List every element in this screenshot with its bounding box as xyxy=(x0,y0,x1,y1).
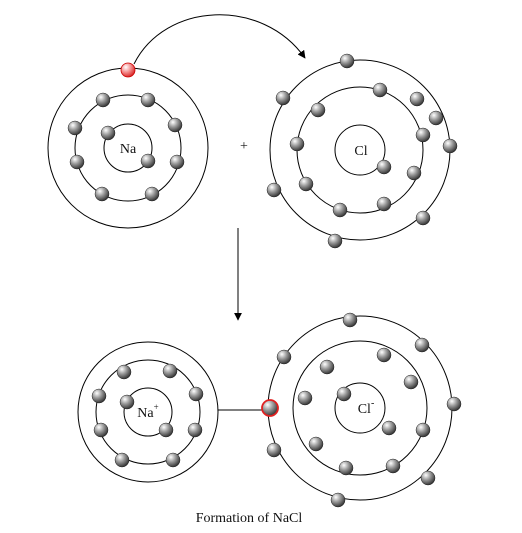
electron xyxy=(93,422,109,438)
electron xyxy=(297,390,313,406)
electron xyxy=(336,386,352,402)
na-ion-inner-shell xyxy=(123,387,173,437)
electron xyxy=(266,182,282,198)
electron xyxy=(140,92,156,108)
electron xyxy=(330,492,346,508)
electron xyxy=(381,420,397,436)
electron xyxy=(165,452,181,468)
electron xyxy=(158,422,174,438)
electron xyxy=(376,347,392,363)
electron xyxy=(446,396,462,412)
electron xyxy=(116,364,132,380)
sodium-ion: Na+ xyxy=(77,341,219,483)
na-electrons xyxy=(67,92,185,202)
electron xyxy=(342,312,358,328)
cl-electrons xyxy=(266,53,458,249)
electron xyxy=(162,363,178,379)
electron xyxy=(338,460,354,476)
plus-sign: + xyxy=(240,139,248,154)
na-ion-symbol: Na+ xyxy=(137,402,158,421)
electron xyxy=(332,202,348,218)
cl-ion-middle-shell xyxy=(292,340,428,476)
electron-transfer-arrow xyxy=(133,14,306,65)
electron xyxy=(310,102,326,118)
electron xyxy=(95,92,111,108)
electron xyxy=(188,386,204,402)
na-middle-shell xyxy=(74,94,182,202)
electron xyxy=(94,186,110,202)
electron xyxy=(406,165,422,181)
electron xyxy=(415,422,431,438)
electron xyxy=(167,117,183,133)
electron xyxy=(67,120,83,136)
electron xyxy=(376,159,392,175)
cl-inner-shell xyxy=(334,124,386,176)
electron xyxy=(144,186,160,202)
electron xyxy=(308,436,324,452)
electron xyxy=(187,422,203,438)
electron xyxy=(428,110,444,126)
electron xyxy=(69,154,85,170)
electron xyxy=(420,470,436,486)
na-ion-electrons xyxy=(91,363,204,468)
shared-electron xyxy=(261,399,279,417)
electron xyxy=(327,233,343,249)
cl-ion-charge: - xyxy=(371,398,374,409)
electron xyxy=(266,442,282,458)
electron xyxy=(114,452,130,468)
electron xyxy=(409,91,425,107)
electron xyxy=(415,210,431,226)
electron xyxy=(276,349,292,365)
electron xyxy=(376,196,392,212)
electron xyxy=(319,359,335,375)
cl-ion-electrons xyxy=(266,312,462,508)
chlorine-atom: Cl xyxy=(266,53,458,249)
electron xyxy=(415,127,431,143)
na-inner-shell xyxy=(103,123,153,173)
electron xyxy=(372,82,388,98)
electron xyxy=(385,458,401,474)
electron xyxy=(289,136,305,152)
na-ion-charge: + xyxy=(154,402,159,412)
cl-ion-symbol: Cl- xyxy=(358,398,375,417)
electron xyxy=(100,125,116,141)
na-ion-outer-shell xyxy=(77,341,219,483)
electron xyxy=(119,394,135,410)
sodium-atom: Na xyxy=(47,62,209,229)
chloride-ion: Cl- xyxy=(261,312,462,508)
diagram-caption: Formation of NaCl xyxy=(196,511,303,526)
electron xyxy=(275,90,291,106)
electron xyxy=(91,388,107,404)
cl-ion-inner-shell xyxy=(334,382,386,434)
electron xyxy=(403,374,419,390)
na-ion-middle-shell xyxy=(95,359,201,465)
electron xyxy=(339,53,355,69)
na-symbol: Na xyxy=(120,142,137,157)
electron xyxy=(298,176,314,192)
electron xyxy=(414,337,430,353)
cl-symbol: Cl xyxy=(354,144,367,159)
electron xyxy=(442,138,458,154)
electron xyxy=(140,153,156,169)
transferred-electron xyxy=(120,62,136,78)
electron xyxy=(169,154,185,170)
